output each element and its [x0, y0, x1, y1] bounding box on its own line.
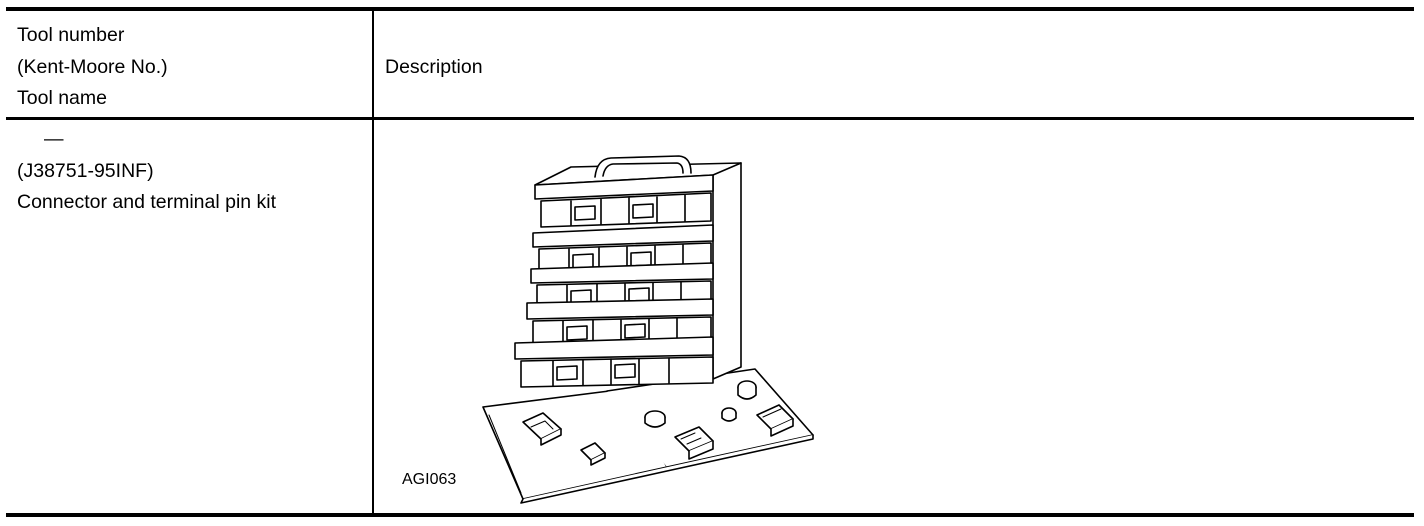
- kent-moore-number: (J38751-95INF): [17, 159, 154, 182]
- case-top: [534, 155, 742, 186]
- column-divider: [372, 9, 374, 515]
- case-side-panel: [712, 162, 742, 380]
- drawer-1: [534, 174, 714, 228]
- header-separator-rule: [6, 117, 1414, 120]
- tool-name: Connector and terminal pin kit: [17, 191, 277, 213]
- drawer-4: [526, 298, 714, 348]
- manual-booklet: [482, 368, 814, 504]
- drawer-5: [514, 336, 714, 388]
- table-bottom-rule: [6, 513, 1414, 517]
- figure-code: AGI063: [402, 471, 457, 488]
- header-description: Description: [385, 56, 483, 78]
- tool-number-value: —: [44, 128, 64, 150]
- header-line-tool-name: Tool name: [17, 87, 107, 109]
- header-tool-column: Tool number (Kent-Moore No.) Tool name: [17, 20, 168, 115]
- header-line-tool-number: Tool number: [17, 24, 125, 46]
- table-top-rule: [6, 7, 1414, 11]
- connector-kit-illustration: [482, 155, 814, 504]
- header-line-kent-moore: (Kent-Moore No.): [17, 55, 168, 78]
- table-row: — (J38751-95INF) Connector and terminal …: [17, 124, 276, 219]
